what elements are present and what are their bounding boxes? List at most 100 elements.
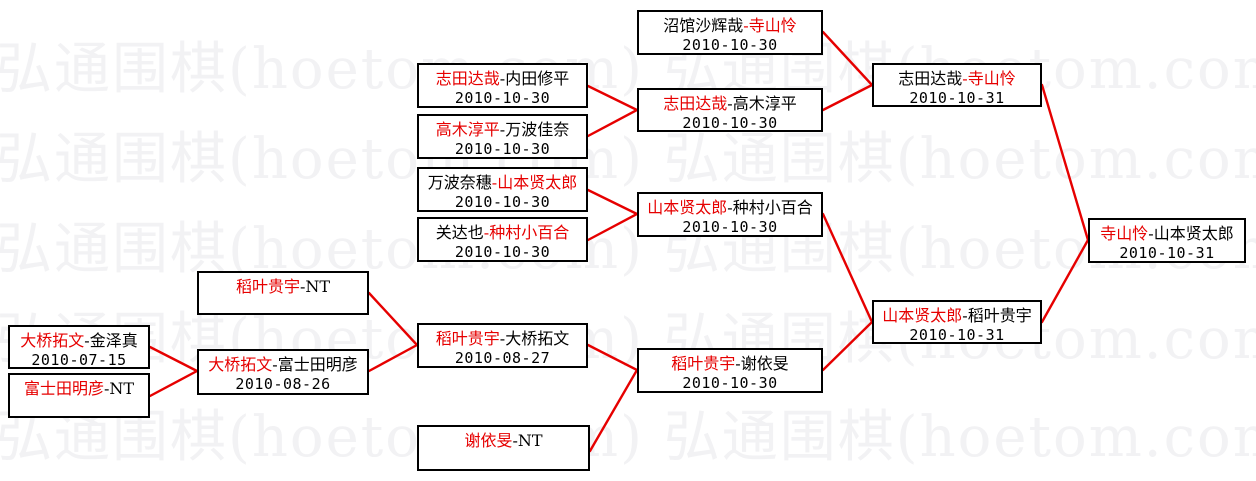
- connector-line: [821, 30, 874, 87]
- player1-name: 谢依旻: [464, 431, 513, 450]
- match-box: 志田达哉-寺山怜 2010-10-31: [872, 63, 1042, 107]
- player1-name: 稻叶贵宇: [235, 277, 300, 296]
- player2-name: 寺山怜: [748, 16, 797, 35]
- match-date: 2010-08-27: [454, 349, 551, 367]
- connector-line: [586, 108, 639, 138]
- player1-name: 山本贤太郎: [882, 306, 963, 325]
- player2-name: 内田修平: [505, 69, 570, 88]
- connector-line: [148, 369, 199, 398]
- match-players: 万波奈穗-山本贤太郎: [428, 172, 577, 193]
- match-box: 谢依旻-NT: [417, 425, 590, 471]
- match-date: 2010-10-30: [454, 243, 551, 261]
- player2-name: 山本贤太郎: [1153, 224, 1234, 243]
- player-separator: -: [512, 431, 518, 450]
- match-players: 大桥拓文-金泽真: [20, 330, 137, 351]
- match-box: 山本贤太郎-稻叶贵宇 2010-10-31: [872, 300, 1042, 344]
- player2-name: 寺山怜: [967, 69, 1016, 88]
- player2-name: 谢依旻: [740, 354, 789, 373]
- player-separator: -: [499, 120, 506, 139]
- player1-name: 大桥拓文: [208, 355, 273, 374]
- match-box: 稻叶贵宇-大桥拓文 2010-08-27: [417, 323, 588, 368]
- player-separator: -: [735, 354, 741, 373]
- player1-name: 富士田明彦: [23, 379, 104, 398]
- player1-name: 寺山怜: [1100, 224, 1149, 243]
- match-box: 大桥拓文-金泽真 2010-07-15: [8, 325, 150, 369]
- player1-name: 志田达哉: [663, 94, 728, 113]
- player-separator: -: [103, 379, 110, 398]
- player2-name: 大桥拓文: [505, 329, 570, 348]
- match-players: 沼馆沙辉哉-寺山怜: [663, 15, 796, 36]
- connector-line: [586, 84, 639, 112]
- match-box: 志田达哉-内田修平 2010-10-30: [417, 63, 588, 108]
- player2-name: 种村小百合: [732, 198, 813, 217]
- player2-name: NT: [305, 277, 331, 296]
- match-players: 山本贤太郎-种村小百合: [647, 197, 812, 218]
- match-players: 寺山怜-山本贤太郎: [1100, 223, 1233, 244]
- match-date: 2010-10-30: [454, 140, 551, 158]
- watermark-text: 弘通围棋(hoetom.com) 弘通围棋(hoetom.com): [0, 217, 1256, 282]
- match-box: 高木淳平-万波佳奈 2010-10-30: [417, 114, 588, 159]
- match-players: 富士田明彦-NT: [24, 378, 134, 399]
- player-separator: -: [962, 306, 968, 325]
- match-date: 2010-07-15: [31, 351, 127, 369]
- match-players: 志田达哉-高木淳平: [663, 93, 796, 114]
- player1-name: 稻叶贵宇: [671, 354, 736, 373]
- match-players: 稻叶贵宇-谢依旻: [671, 353, 788, 374]
- connector-line: [586, 212, 639, 242]
- player2-name: 富士田明彦: [277, 355, 358, 374]
- connector-line: [586, 188, 639, 216]
- player1-name: 山本贤太郎: [647, 198, 728, 217]
- player-separator: -: [84, 331, 90, 350]
- player1-name: 志田达哉: [898, 69, 963, 88]
- player2-name: 高木淳平: [732, 94, 797, 113]
- match-box: 稻叶贵宇-谢依旻 2010-10-30: [637, 348, 823, 393]
- match-box: 万波奈穗-山本贤太郎 2010-10-30: [417, 167, 588, 212]
- match-date: 2010-10-31: [1119, 244, 1215, 262]
- connector-line: [148, 345, 199, 373]
- match-date: 2010-10-30: [682, 114, 778, 132]
- match-date: 2010-10-30: [454, 193, 551, 211]
- match-players: 稻叶贵宇-NT: [236, 276, 330, 297]
- connector-line: [367, 343, 419, 373]
- player-separator: -: [272, 355, 278, 374]
- connector-line: [367, 291, 419, 347]
- player-separator: -: [962, 69, 968, 88]
- connector-line: [588, 368, 639, 453]
- player2-name: 山本贤太郎: [497, 173, 578, 192]
- player1-name: 沼馆沙辉哉: [663, 16, 744, 35]
- match-players: 高木淳平-万波佳奈: [436, 119, 569, 140]
- watermark-text: 弘通围棋(hoetom.com) 弘通围棋(hoetom.com): [0, 127, 1256, 192]
- player1-name: 万波奈穗: [427, 173, 492, 192]
- player-separator: -: [491, 173, 498, 192]
- match-players: 稻叶贵宇-大桥拓文: [436, 328, 569, 349]
- player2-name: 种村小百合: [489, 223, 570, 242]
- connector-line: [821, 83, 874, 112]
- match-players: 关达也-种村小百合: [436, 222, 569, 243]
- match-players: 大桥拓文-富士田明彦: [208, 354, 357, 375]
- match-date: 2010-10-30: [682, 218, 778, 236]
- watermark-text: 弘通围棋(hoetom.com) 弘通围棋(hoetom.com): [0, 37, 1256, 102]
- match-date: 2010-10-30: [454, 89, 551, 107]
- match-players: 志田达哉-内田修平: [436, 68, 569, 89]
- match-players: 山本贤太郎-稻叶贵宇: [882, 305, 1031, 326]
- player1-name: 志田达哉: [435, 69, 500, 88]
- match-players: 谢依旻-NT: [464, 430, 542, 451]
- match-box: 稻叶贵宇-NT: [197, 271, 369, 315]
- match-box: 寺山怜-山本贤太郎 2010-10-31: [1088, 218, 1246, 263]
- match-box: 志田达哉-高木淳平 2010-10-30: [637, 88, 823, 132]
- player-separator: -: [499, 69, 506, 88]
- match-box: 关达也-种村小百合 2010-10-30: [417, 217, 588, 262]
- player-separator: -: [727, 198, 733, 217]
- match-date: 2010-10-31: [909, 326, 1005, 344]
- player-separator: -: [483, 223, 490, 242]
- player2-name: NT: [109, 379, 135, 398]
- connector-line: [821, 212, 874, 324]
- player-separator: -: [1148, 224, 1154, 243]
- match-box: 大桥拓文-富士田明彦 2010-08-26: [197, 349, 369, 395]
- player1-name: 关达也: [435, 223, 484, 242]
- connector-line: [1040, 238, 1090, 324]
- match-date: 2010-10-31: [909, 89, 1005, 107]
